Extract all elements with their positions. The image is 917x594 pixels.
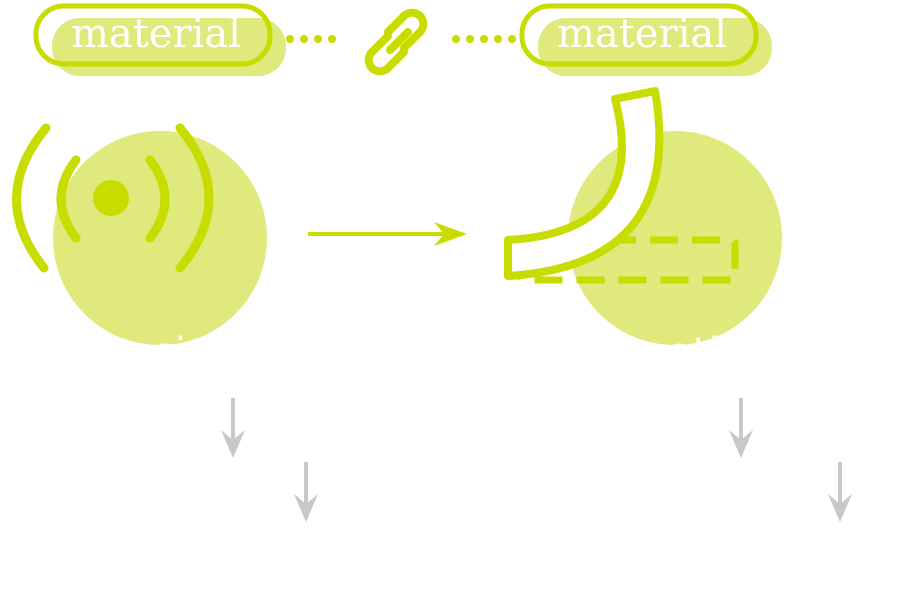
arrow-down-icon bbox=[828, 462, 852, 522]
sensing-node: sensing bbox=[12, 123, 267, 376]
signal-broadcast-icon bbox=[12, 123, 214, 273]
arrow-right-icon bbox=[308, 222, 467, 246]
arrow-down-icon bbox=[221, 398, 245, 458]
sensing-circle bbox=[53, 131, 267, 345]
arrow-down-icon bbox=[729, 398, 753, 458]
arrow-down-icon bbox=[294, 462, 318, 522]
right-material-pill: material bbox=[519, 3, 772, 76]
right-pill-label: material bbox=[557, 11, 727, 57]
actuation-node: actuation bbox=[504, 87, 782, 376]
left-pill-label: material bbox=[71, 11, 241, 57]
left-material-pill: material bbox=[33, 3, 286, 76]
signal-source-dot bbox=[93, 180, 129, 216]
sensing-label: sensing bbox=[83, 330, 237, 376]
left-dotted-connector bbox=[286, 35, 336, 43]
link-icon bbox=[364, 8, 428, 76]
actuation-label: actuation bbox=[581, 330, 770, 376]
right-dotted-connector bbox=[452, 35, 516, 43]
bending-actuator-icon bbox=[504, 87, 664, 280]
